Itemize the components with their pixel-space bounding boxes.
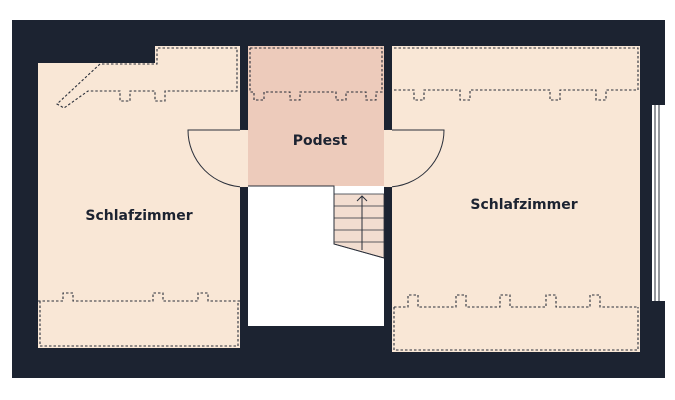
stair-outline xyxy=(242,185,385,259)
door-right[interactable] xyxy=(384,129,445,188)
room-right-bedroom[interactable] xyxy=(392,46,640,352)
slope-line-right-top xyxy=(394,47,639,101)
slope-line-right-bottom xyxy=(393,294,639,351)
room-left-bedroom[interactable] xyxy=(38,46,240,348)
stair-direction-arrow-icon xyxy=(356,195,368,250)
slope-line-left-bottom xyxy=(38,292,240,347)
label-right-bedroom: Schlafzimmer xyxy=(470,197,577,213)
stair-treads xyxy=(334,205,384,243)
door-left[interactable] xyxy=(187,129,248,188)
label-left-bedroom: Schlafzimmer xyxy=(85,208,192,224)
label-landing: Podest xyxy=(293,133,348,149)
room-landing[interactable] xyxy=(248,46,384,186)
slope-line-landing-top xyxy=(249,47,383,101)
